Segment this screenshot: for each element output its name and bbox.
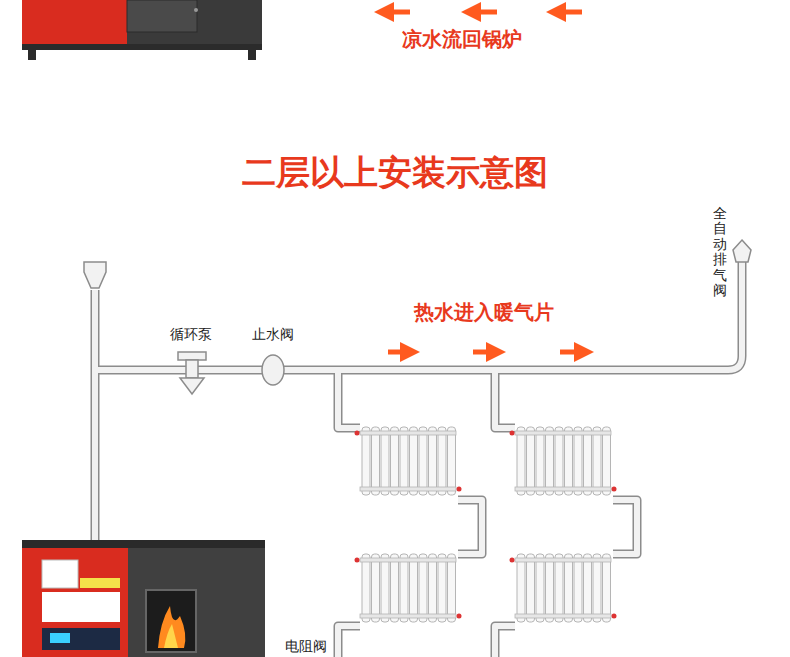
boiler-top <box>22 0 262 60</box>
part-label: 止水阀 <box>252 326 294 343</box>
part-label: 循环泵 <box>170 326 212 343</box>
valve-symbol <box>262 355 284 385</box>
flow-note: 热水进入暖气片 <box>414 300 554 324</box>
flow-note: 凉水流回锅炉 <box>402 27 522 51</box>
boiler-bottom <box>22 540 265 657</box>
part-label: 电阻阀 <box>283 638 329 655</box>
expansion-tank <box>84 262 106 288</box>
air-vent-symbol <box>733 240 751 262</box>
diagram-title: 二层以上安装示意图 <box>242 152 548 193</box>
flow-arrow <box>384 10 582 15</box>
pipe <box>95 262 742 657</box>
pump-symbol <box>178 352 206 394</box>
part-label: 全自动排气阀 <box>713 206 727 298</box>
flow-arrow <box>388 350 584 355</box>
